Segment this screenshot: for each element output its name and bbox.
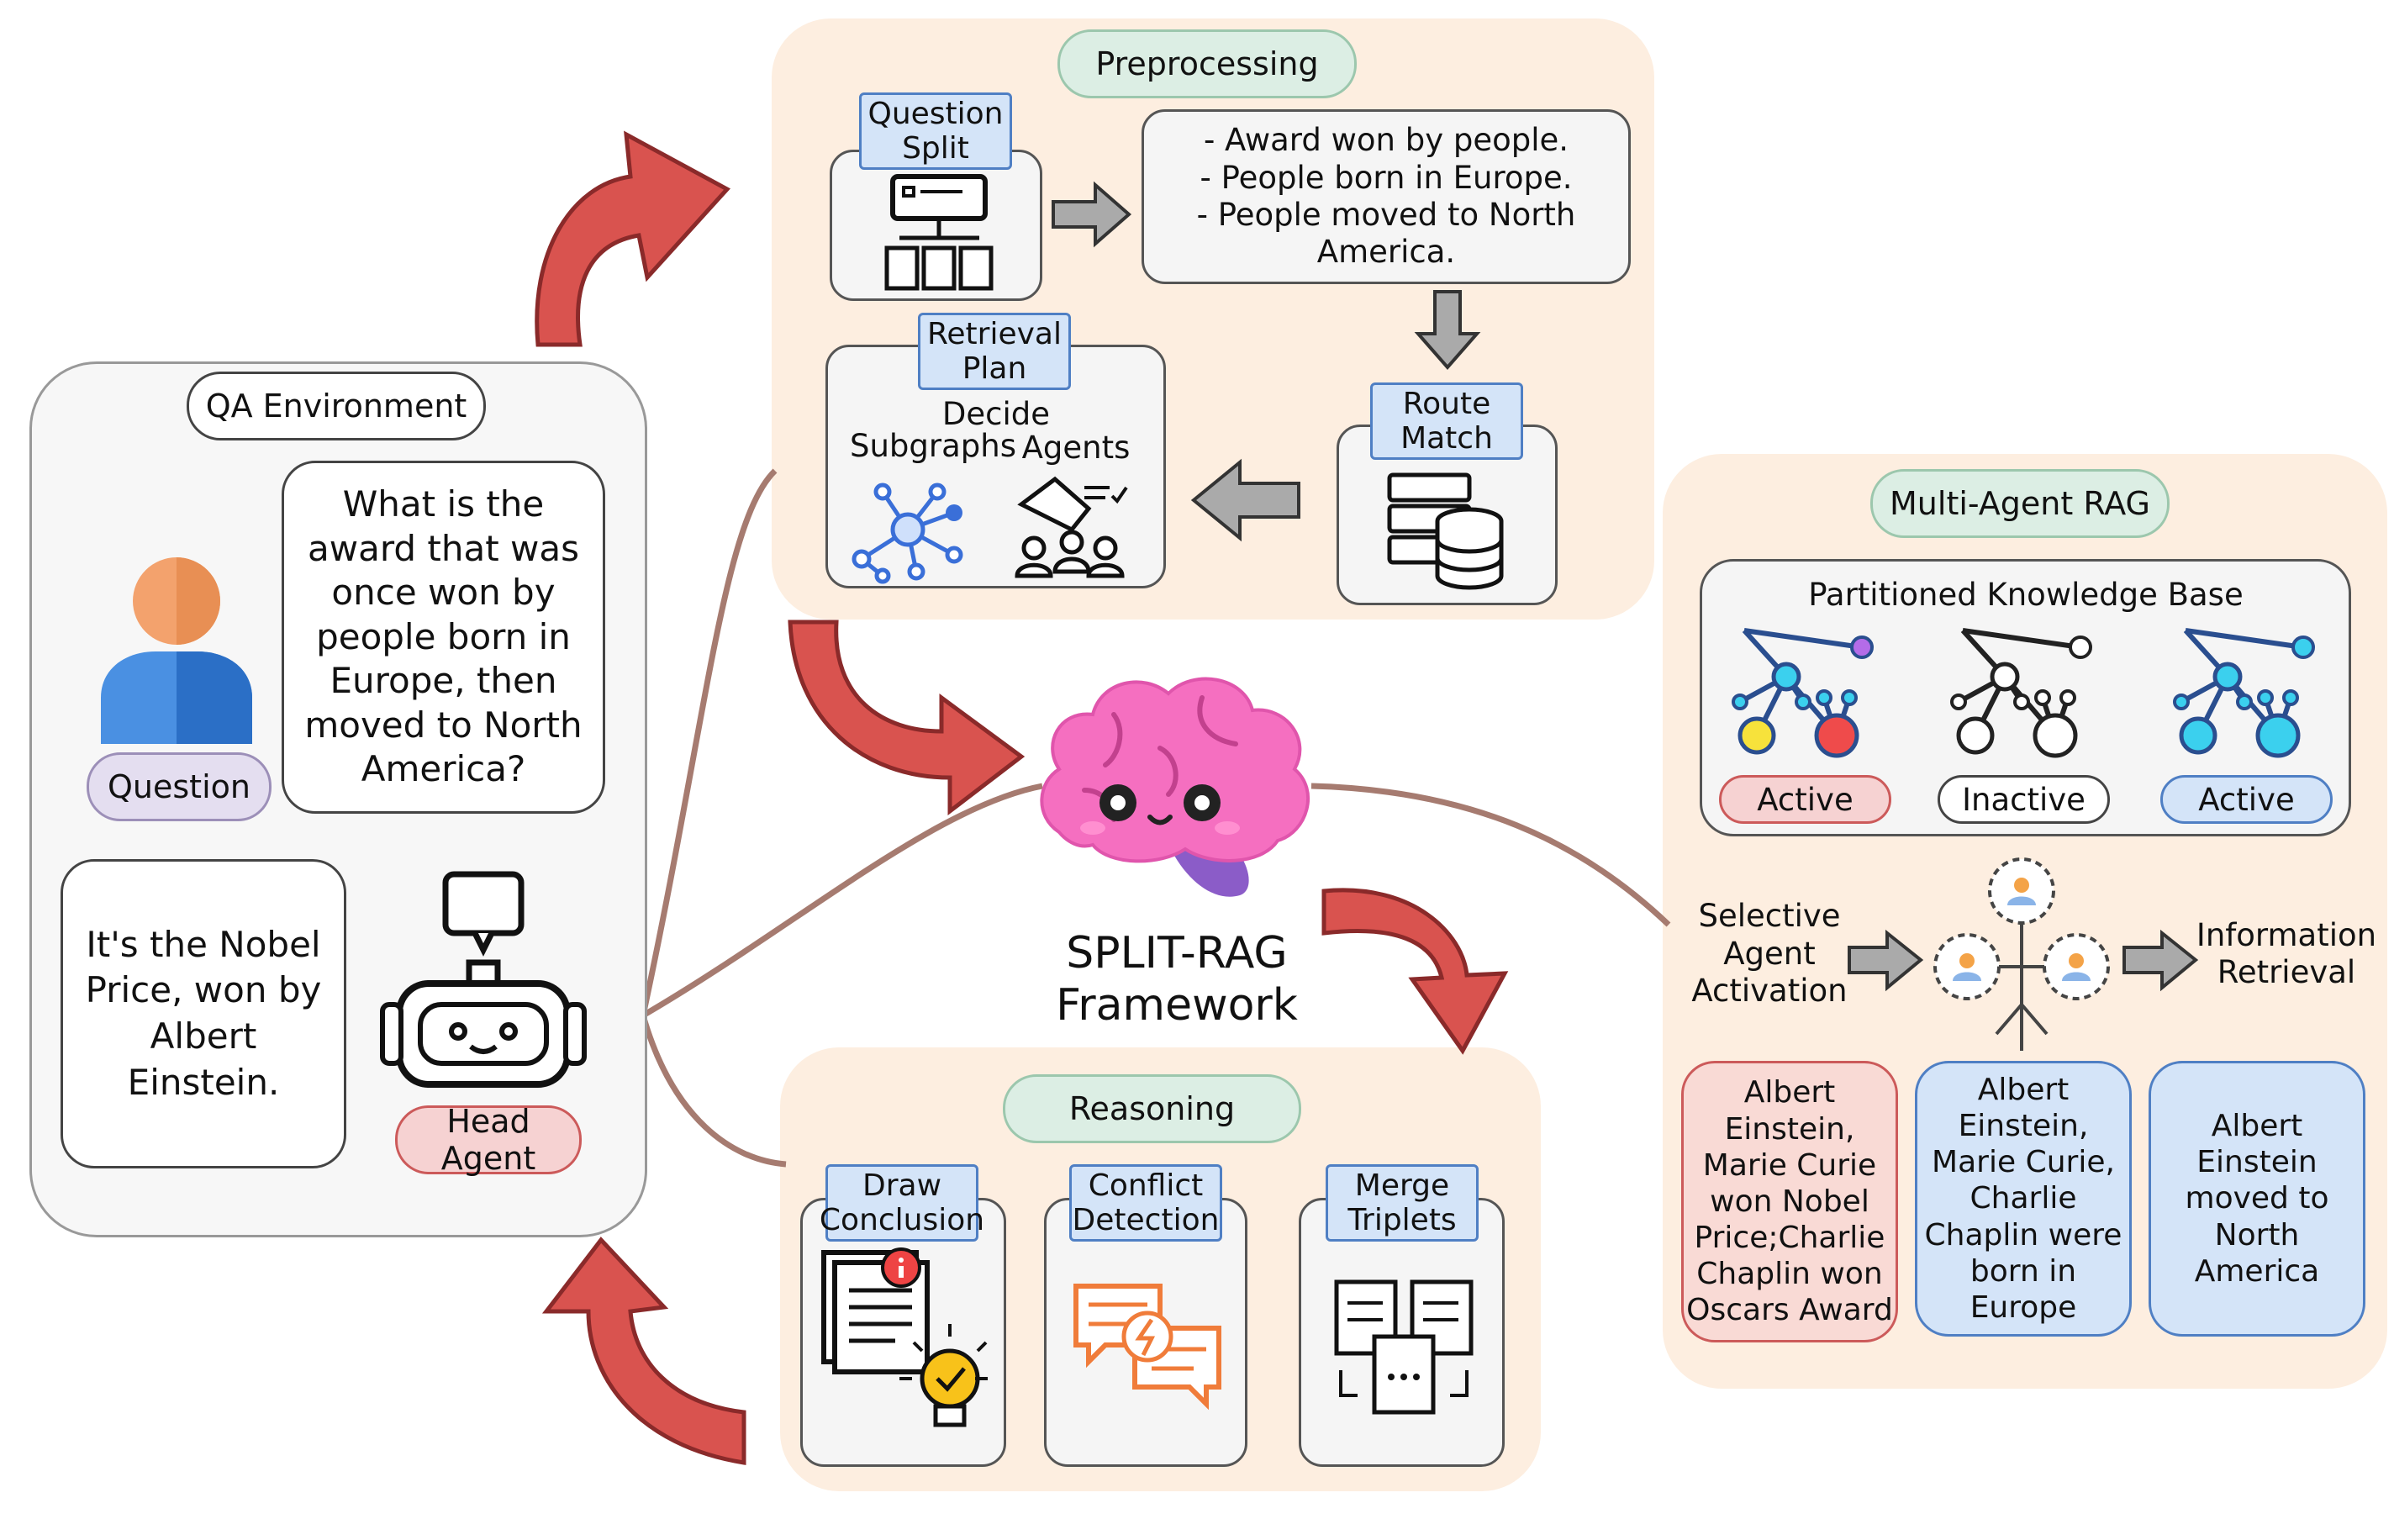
arrow-brain-in xyxy=(788,620,1026,816)
active-subgraph-icon xyxy=(2173,628,2315,758)
subgraph-network-icon xyxy=(852,483,963,584)
retrieval-plan-tag: Retrieval Plan xyxy=(918,313,1071,390)
result-box-3: Albert Einstein moved to North America xyxy=(2149,1061,2365,1337)
agents-hand-icon xyxy=(1015,476,1128,578)
merge-documents-icon xyxy=(1334,1279,1474,1415)
question-label: Question xyxy=(87,752,272,821)
information-retrieval-label: Information Retrieval xyxy=(2196,916,2377,990)
merge-triplets-tag: Merge Triplets xyxy=(1326,1164,1479,1242)
subgraphs-label: Subgraphs xyxy=(849,428,1016,464)
robot-icon xyxy=(380,871,587,1088)
status-inactive: Inactive xyxy=(1938,775,2110,824)
answer-bubble: It's the Nobel Price, won by Albert Eins… xyxy=(61,859,346,1168)
arrow-left-icon xyxy=(1190,458,1300,542)
result-box-2: Albert Einstein, Marie Curie, Charlie Ch… xyxy=(1915,1061,2132,1337)
head-agent-label: Head Agent xyxy=(395,1103,582,1177)
decide-label: Decide xyxy=(941,396,1051,432)
arrow-brain-out xyxy=(1321,888,1509,1055)
question-split-tag: Question Split xyxy=(859,92,1012,170)
multi-agent-title: Multi-Agent RAG xyxy=(1870,469,2170,538)
brain-mascot-icon xyxy=(1040,677,1310,897)
document-bulb-icon xyxy=(821,1247,988,1427)
split-result-box: - Award won by people. - People born in … xyxy=(1142,109,1631,284)
draw-conclusion-tag: Draw Conclusion xyxy=(820,1164,984,1242)
database-icon xyxy=(1387,472,1504,590)
connector-curve xyxy=(1310,783,1671,927)
arrow-down-icon xyxy=(1414,290,1481,371)
agents-label: Agents xyxy=(1021,430,1131,466)
selective-activation-label: Selective Agent Activation xyxy=(1691,898,1848,1010)
route-match-tag: Route Match xyxy=(1370,382,1523,460)
knowledge-base-title: Partitioned Knowledge Base xyxy=(1808,577,2244,613)
agent-gears-icon xyxy=(1933,857,2110,1051)
arrow-right-icon xyxy=(2122,929,2199,992)
status-active-2: Active xyxy=(2160,775,2333,824)
status-active-1: Active xyxy=(1719,775,1891,824)
chat-conflict-icon xyxy=(1073,1284,1221,1411)
framework-title: SPLIT-RAG Framework xyxy=(1056,927,1298,1031)
connector-curve xyxy=(640,1015,787,1168)
arrow-right-icon xyxy=(1848,929,1924,992)
conflict-detection-tag: Conflict Detection xyxy=(1069,1164,1222,1242)
arrow-right-icon xyxy=(1052,181,1132,248)
active-subgraph-icon xyxy=(1732,628,1874,758)
result-box-1: Albert Einstein, Marie Curie won Nobel P… xyxy=(1681,1061,1898,1342)
question-bubble: What is the award that was once won by p… xyxy=(282,461,605,814)
inactive-subgraph-icon xyxy=(1950,628,2092,758)
arrow-up-right xyxy=(535,130,730,347)
qa-environment-title: QA Environment xyxy=(187,372,486,440)
connector-curve xyxy=(641,783,1043,1019)
arrow-to-qa xyxy=(541,1237,746,1465)
user-icon xyxy=(101,557,252,744)
connector-curve xyxy=(640,468,778,1016)
document-split-icon xyxy=(884,174,994,291)
reasoning-title: Reasoning xyxy=(1003,1074,1301,1143)
preprocessing-title: Preprocessing xyxy=(1057,29,1357,98)
